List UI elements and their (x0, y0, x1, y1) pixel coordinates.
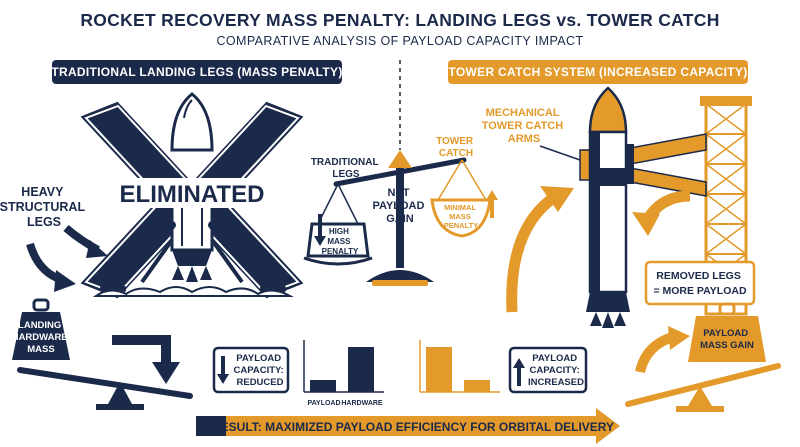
result-text: RESULT: MAXIMIZED PAYLOAD EFFICIENCY FOR… (212, 420, 614, 434)
traditional-legs-label: TRADITIONAL LEGS (311, 157, 381, 180)
heavy-legs-label: HEAVY STRUCTURAL LEGS (0, 185, 88, 229)
heavy-legs-arrowhead-icon (86, 240, 108, 258)
left-seesaw-icon (17, 367, 193, 410)
rise-curve-arrow-icon (506, 191, 560, 313)
left-chart-tick-payload: PAYLOAD (307, 400, 340, 407)
landing-hardware-weight-icon (12, 298, 70, 360)
high-mass-weight-icon (303, 222, 373, 266)
eliminated-label: ELIMINATED (120, 181, 265, 208)
payload-gain-label: PAYLOAD MASS GAIN (700, 328, 754, 351)
payload-reduced-label: PAYLOAD CAPACITY: REDUCED (234, 353, 287, 388)
removed-legs-label: REMOVED LEGS = MORE PAYLOAD (653, 270, 746, 297)
left-banner-text: TRADITIONAL LANDING LEGS (MASS PENALTY) (51, 65, 342, 79)
left-bar-hardware (348, 347, 374, 392)
minimal-mass-weight-icon (430, 198, 492, 238)
left-bar-chart (303, 340, 384, 393)
balance-scale-icon (317, 150, 487, 286)
high-mass-down-head-icon (314, 236, 326, 246)
tower-catch-label: TOWER CATCH (436, 136, 476, 159)
right-banner: TOWER CATCH SYSTEM (INCREASED CAPACITY) (448, 60, 748, 84)
right-bar-chart (419, 340, 500, 393)
arrow-down-head-icon (217, 374, 229, 384)
result-arrow (196, 408, 620, 444)
page-subtitle: COMPARATIVE ANALYSIS OF PAYLOAD CAPACITY… (216, 34, 583, 48)
left-chart-tick-hardware: HARDWARE (341, 400, 383, 407)
right-bar-payload (426, 347, 452, 392)
legged-rocket-icon (92, 92, 294, 297)
payload-gain-weight-icon (688, 302, 766, 362)
catch-curve-arrowhead-icon (632, 212, 660, 236)
payload-reduced-box (212, 346, 290, 394)
eliminated-label-bg (106, 178, 278, 208)
page-title: ROCKET RECOVERY MASS PENALTY: LANDING LE… (80, 10, 719, 30)
payload-increased-label: PAYLOAD CAPACITY: INCREASED (528, 353, 584, 388)
down-arrow-icon (112, 335, 171, 364)
arrow-up-head-icon (513, 358, 525, 368)
gain-curve-arrowhead-icon (668, 326, 690, 350)
arms-pointer-line (539, 145, 581, 161)
high-mass-label: HIGH MASS PENALTY (322, 227, 359, 256)
rise-curve-arrowhead-icon (540, 186, 574, 212)
right-bar-hardware (464, 380, 490, 392)
curved-arrowhead-icon (54, 270, 76, 292)
catch-arms-label: MECHANICAL TOWER CATCH ARMS (482, 107, 567, 145)
right-seesaw-icon (625, 363, 781, 412)
tower-rocket-icon (586, 86, 630, 328)
payload-increased-box (508, 346, 588, 394)
catch-arms-icon (579, 133, 707, 197)
left-banner: TRADITIONAL LANDING LEGS (MASS PENALTY) (51, 60, 342, 84)
minimal-mass-label: MINIMAL MASS PENALTY (444, 203, 478, 230)
net-payload-gain-label: NET PAYLOAD GAIN (372, 187, 427, 225)
landing-hardware-label: LANDING HARDWARE MASS (12, 320, 71, 355)
down-arrowhead-icon (152, 362, 180, 384)
left-bar-payload (310, 380, 336, 392)
removed-legs-box (644, 260, 756, 306)
right-banner-text: TOWER CATCH SYSTEM (INCREASED CAPACITY) (448, 65, 747, 79)
minimal-mass-up-head-icon (486, 190, 498, 200)
